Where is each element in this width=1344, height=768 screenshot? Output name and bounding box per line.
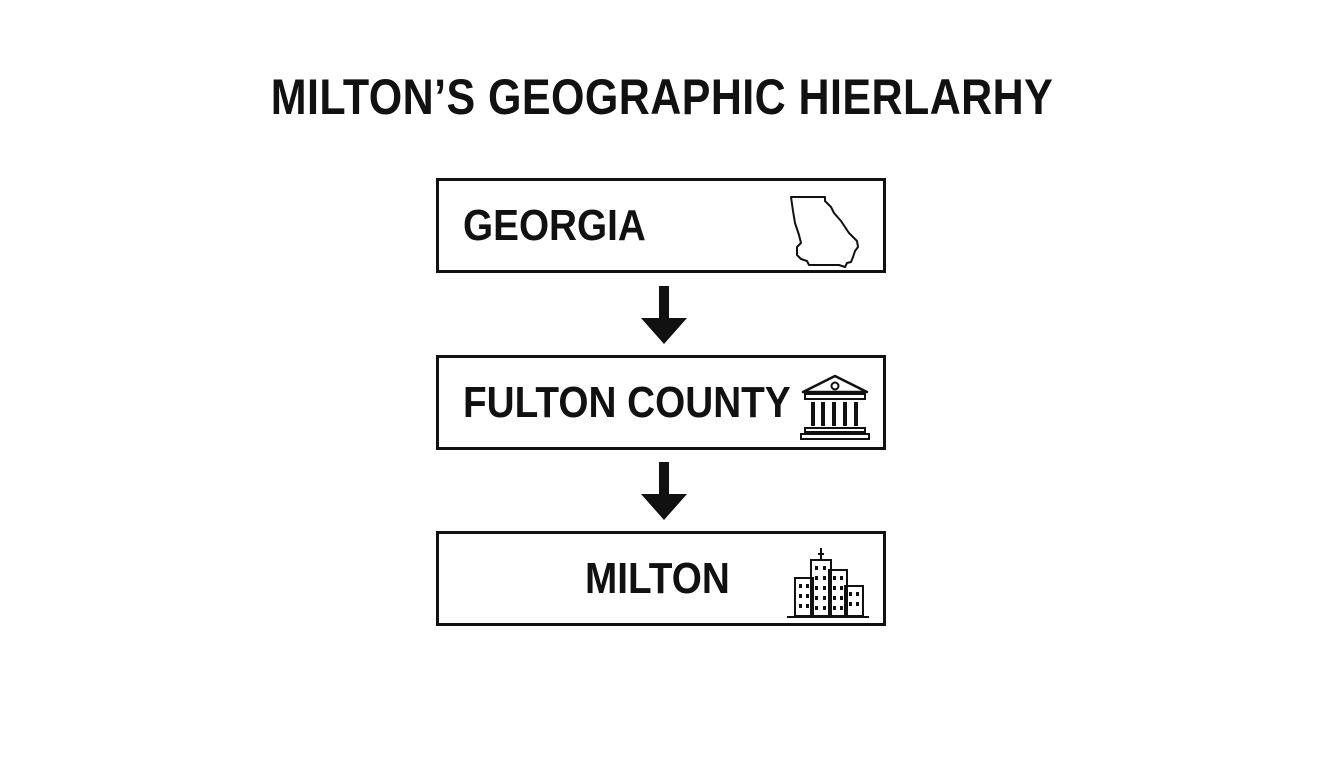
hierarchy-box-milton: MILTON [436,531,886,626]
georgia-state-outline-icon [790,196,859,268]
diagram-title: MILTON’S GEOGRAPHIC HIERLARHY [270,69,1054,125]
courthouse-icon [800,374,870,440]
hierarchy-label-milton: MILTON [585,554,730,603]
down-arrow-icon [641,286,687,344]
down-arrow-icon [641,462,687,520]
hierarchy-label-georgia: GEORGIA [463,201,646,250]
hierarchy-box-georgia: GEORGIA [436,178,886,273]
city-buildings-icon [787,548,869,618]
hierarchy-box-fulton-county: FULTON COUNTY [436,355,886,450]
hierarchy-label-fulton-county: FULTON COUNTY [463,378,791,427]
